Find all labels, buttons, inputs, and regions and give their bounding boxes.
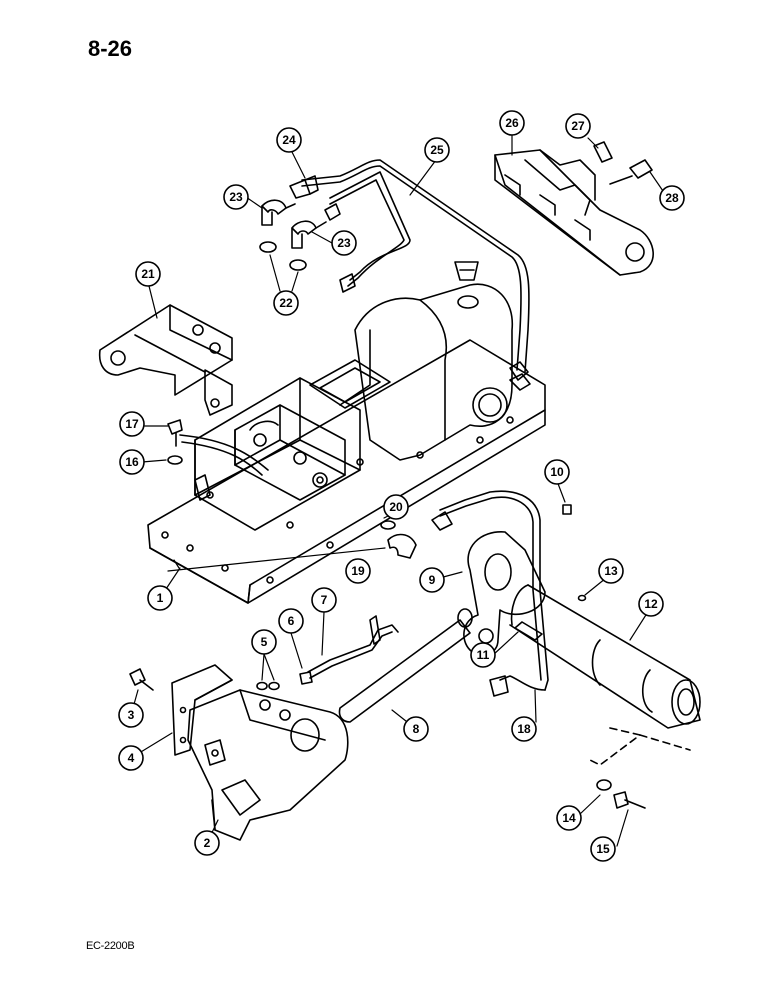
callout-7: 7 — [311, 587, 337, 613]
callout-22: 22 — [273, 290, 299, 316]
callout-label: 15 — [596, 842, 610, 856]
callout-11: 11 — [470, 642, 496, 668]
callout-label: 6 — [288, 614, 295, 628]
bracket-21 — [98, 304, 233, 416]
callout-label: 2 — [204, 836, 211, 850]
cylinder-2 — [171, 664, 349, 841]
callout-27: 27 — [565, 113, 591, 139]
callout-12: 12 — [638, 591, 664, 617]
figure-code: EC-2200B — [86, 940, 135, 952]
callout-14: 14 — [556, 805, 582, 831]
callout-10: 10 — [544, 459, 570, 485]
callout-label: 5 — [261, 635, 268, 649]
callout-1: 1 — [147, 585, 173, 611]
callout-label: 12 — [644, 597, 658, 611]
callout-17: 17 — [119, 411, 145, 437]
callout-label: 23 — [337, 236, 351, 250]
callout-label: 23 — [229, 190, 243, 204]
callout-label: 21 — [141, 267, 155, 281]
callout-23-left: 23 — [223, 184, 249, 210]
callout-25: 25 — [424, 137, 450, 163]
callout-6: 6 — [278, 608, 304, 634]
bracket-26 — [494, 141, 654, 276]
pipe-7 — [307, 615, 399, 679]
callout-16: 16 — [119, 449, 145, 475]
fittings — [259, 175, 479, 293]
callout-label: 14 — [562, 811, 576, 825]
callout-26: 26 — [499, 110, 525, 136]
callout-label: 22 — [279, 296, 293, 310]
pipe-18 — [380, 490, 549, 697]
callout-label: 13 — [604, 564, 618, 578]
callout-label: 26 — [505, 116, 519, 130]
callout-label: 7 — [321, 593, 328, 607]
callout-2: 2 — [194, 830, 220, 856]
callout-label: 3 — [128, 708, 135, 722]
callout-24: 24 — [276, 127, 302, 153]
callout-label: 28 — [665, 191, 679, 205]
callout-19: 19 — [345, 558, 371, 584]
callout-18: 18 — [511, 716, 537, 742]
callout-8: 8 — [403, 716, 429, 742]
callout-label: 17 — [125, 417, 139, 431]
callout-23-right: 23 — [331, 230, 357, 256]
callout-9: 9 — [419, 567, 445, 593]
callout-label: 19 — [351, 564, 365, 578]
callout-label: 9 — [429, 573, 436, 587]
callout-label: 20 — [389, 500, 403, 514]
callout-5: 5 — [251, 629, 277, 655]
callout-13: 13 — [598, 558, 624, 584]
page-number: 8-26 — [88, 36, 133, 61]
pipe-25 — [301, 159, 531, 391]
callout-label: 16 — [125, 455, 139, 469]
callout-28: 28 — [659, 185, 685, 211]
callout-label: 1 — [157, 591, 164, 605]
ram-8 — [338, 608, 473, 723]
callout-label: 27 — [571, 119, 585, 133]
callout-15: 15 — [590, 836, 616, 862]
callout-4: 4 — [118, 745, 144, 771]
callout-label: 8 — [413, 722, 420, 736]
callout-label: 11 — [477, 648, 490, 662]
callout-21: 21 — [135, 261, 161, 287]
callout-20: 20 — [383, 494, 409, 520]
callout-label: 25 — [430, 143, 444, 157]
callout-3: 3 — [118, 702, 144, 728]
callout-label: 4 — [128, 751, 135, 765]
callout-label: 10 — [550, 465, 564, 479]
hardware — [129, 419, 646, 809]
callout-label: 24 — [282, 133, 296, 147]
callout-label: 18 — [517, 722, 531, 736]
